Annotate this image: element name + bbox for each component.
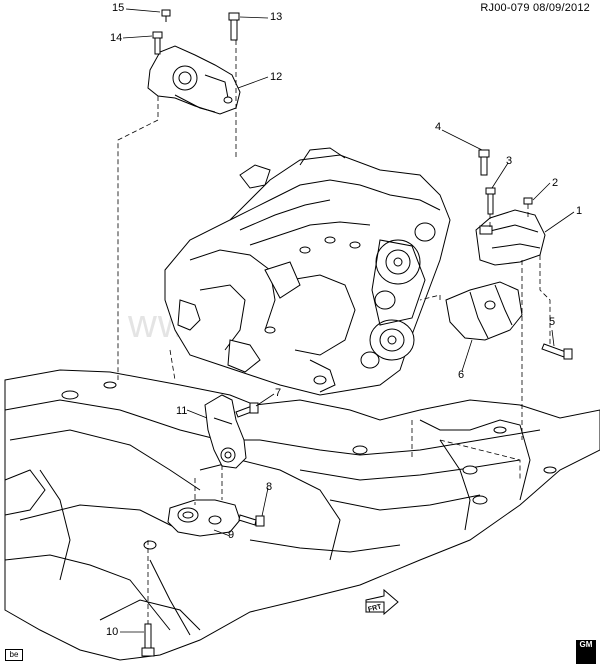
bolt-7 <box>235 402 259 418</box>
front-arrow-icon <box>365 588 399 616</box>
brand-badge: be <box>5 649 23 661</box>
document-id: RJ00-079 08/09/2012 <box>480 2 590 14</box>
callout-4: 4 <box>435 121 442 133</box>
bolt-8 <box>238 514 265 527</box>
bolt-3 <box>485 187 496 215</box>
callout-6: 6 <box>458 369 465 381</box>
callout-5: 5 <box>549 316 556 328</box>
gm-logo-text: GM <box>579 640 593 649</box>
subframe <box>4 369 600 661</box>
bolt-15 <box>161 9 171 22</box>
bolt-4 <box>478 149 490 176</box>
mount-upper-left <box>147 45 241 115</box>
leader-lines <box>120 8 575 633</box>
callout-8: 8 <box>266 481 273 493</box>
callout-10: 10 <box>106 626 119 638</box>
bracket-11 <box>204 394 247 469</box>
callout-12: 12 <box>270 71 283 83</box>
callout-9: 9 <box>228 529 235 541</box>
bracket-6 <box>445 281 523 341</box>
callout-14: 14 <box>110 32 123 44</box>
gm-logo: GM <box>576 640 596 664</box>
nut-2 <box>523 197 533 205</box>
callout-15: 15 <box>112 2 125 14</box>
callout-1: 1 <box>576 205 583 217</box>
engine-assembly <box>164 147 451 396</box>
callout-13: 13 <box>270 11 283 23</box>
callout-7: 7 <box>275 387 282 399</box>
callout-3: 3 <box>506 155 513 167</box>
mount-right <box>475 209 546 266</box>
bolt-13 <box>228 12 240 41</box>
bolt-5 <box>541 343 573 360</box>
callout-11: 11 <box>176 405 188 417</box>
alignment-lines <box>117 40 551 624</box>
callout-2: 2 <box>552 177 559 189</box>
bolt-14 <box>152 31 163 55</box>
mount-lower <box>167 499 241 537</box>
